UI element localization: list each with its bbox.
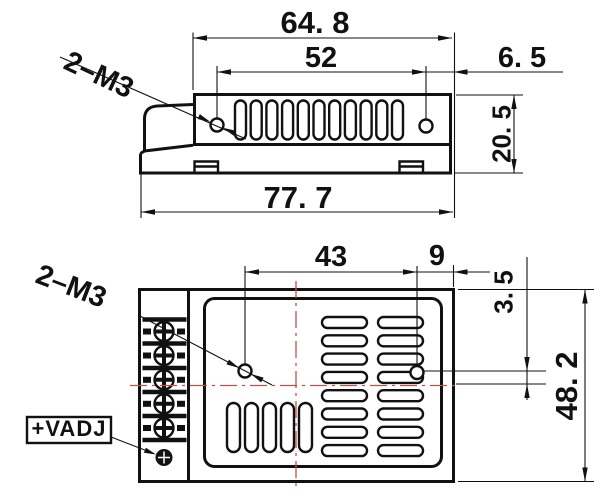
vent-slot <box>320 334 369 348</box>
vadj-potentiometer <box>155 449 173 466</box>
dim-hole-to-edge-top: 6. 5 <box>453 42 546 75</box>
vent-slots-grid <box>320 315 425 458</box>
vent-slot <box>375 99 389 141</box>
mounting-flange <box>143 103 194 151</box>
terminal-screw <box>143 393 185 415</box>
vent-slot <box>376 389 425 403</box>
dim-text-64-8: 64. 8 <box>281 5 350 40</box>
vent-slot <box>320 425 369 439</box>
vent-slot <box>376 443 425 458</box>
dim-text-52: 52 <box>305 42 337 74</box>
vent-slot <box>390 99 405 141</box>
vent-slot <box>328 99 342 141</box>
vent-slot <box>279 401 296 454</box>
terminal-block <box>142 291 190 482</box>
dim-body-width: 64. 8 <box>192 5 456 218</box>
terminal-screw <box>143 369 185 391</box>
vent-slot <box>225 401 242 454</box>
terminal-divider <box>142 389 187 395</box>
vent-slot <box>320 352 369 366</box>
chassis-base <box>139 143 452 175</box>
vent-slot <box>320 315 369 330</box>
vent-slot <box>233 99 248 141</box>
vent-slot <box>243 401 260 454</box>
vadj-label: +VADJ <box>32 416 107 441</box>
hole-label-top: 2–M3 <box>59 45 138 105</box>
dim-total-height: 48. 2 <box>458 288 594 483</box>
vent-slot <box>265 99 279 141</box>
dim-hole-offset: 3. 5 <box>424 257 546 400</box>
dim-hole-spacing-top: 52 <box>216 42 563 120</box>
top-view: 64. 8 52 6. 5 20. 5 <box>59 5 563 218</box>
vent-slot <box>297 401 314 454</box>
vent-slot <box>376 334 425 348</box>
mounting-hole-left <box>209 117 225 133</box>
dim-total-width: 77. 7 <box>140 158 453 218</box>
terminal-divider <box>142 341 187 346</box>
vent-slots-bottom-left <box>225 401 314 454</box>
dim-height-side: 20. 5 <box>454 94 523 174</box>
cover-plate <box>203 297 443 468</box>
dim-text-77-7: 77. 7 <box>264 180 333 215</box>
case-body <box>193 93 452 146</box>
vent-slot <box>320 407 369 421</box>
dim-text-48-2: 48. 2 <box>549 352 584 421</box>
vadj-label-box <box>25 415 113 445</box>
terminal-screw <box>143 320 185 343</box>
terminal-divider <box>142 437 187 443</box>
vent-slot <box>320 370 369 385</box>
terminal-divider <box>142 413 187 419</box>
mounting-hole-right <box>418 118 434 134</box>
terminal-screw <box>143 417 185 439</box>
bottom-view: 43 9 3. 5 48. 2 2–M3 <box>25 240 594 491</box>
foot-tab-left <box>193 160 220 173</box>
vent-slot <box>343 99 358 141</box>
vent-slot <box>280 99 295 141</box>
vent-slots-side <box>233 99 405 141</box>
terminal-screw <box>143 344 185 367</box>
vent-slot <box>359 99 373 141</box>
dim-text-3-5: 3. 5 <box>489 270 519 313</box>
vent-slot <box>312 99 326 141</box>
vent-slot <box>296 99 310 141</box>
vent-slot <box>376 352 425 366</box>
vent-slot <box>320 443 369 458</box>
dim-hole-spacing-bottom: 43 <box>244 241 490 365</box>
dim-text-20-5: 20. 5 <box>487 105 517 163</box>
vent-slot <box>249 99 263 141</box>
dim-text-9: 9 <box>429 240 445 272</box>
vent-slot <box>376 425 425 439</box>
terminal-divider <box>142 317 187 322</box>
vent-slot <box>376 315 425 330</box>
hole-label-bottom: 2–M3 <box>31 259 110 315</box>
vent-slot <box>261 401 278 454</box>
dim-text-6-5: 6. 5 <box>498 42 546 74</box>
vent-slot <box>320 389 369 403</box>
vadj-callout: +VADJ <box>25 415 157 455</box>
dim-hole-to-edge-bottom: 9 <box>429 240 468 275</box>
vent-slot <box>376 407 425 421</box>
mounting-hole-right <box>409 364 425 381</box>
dim-text-43: 43 <box>315 241 347 273</box>
foot-tab-right <box>398 160 425 173</box>
terminal-divider <box>142 365 187 371</box>
